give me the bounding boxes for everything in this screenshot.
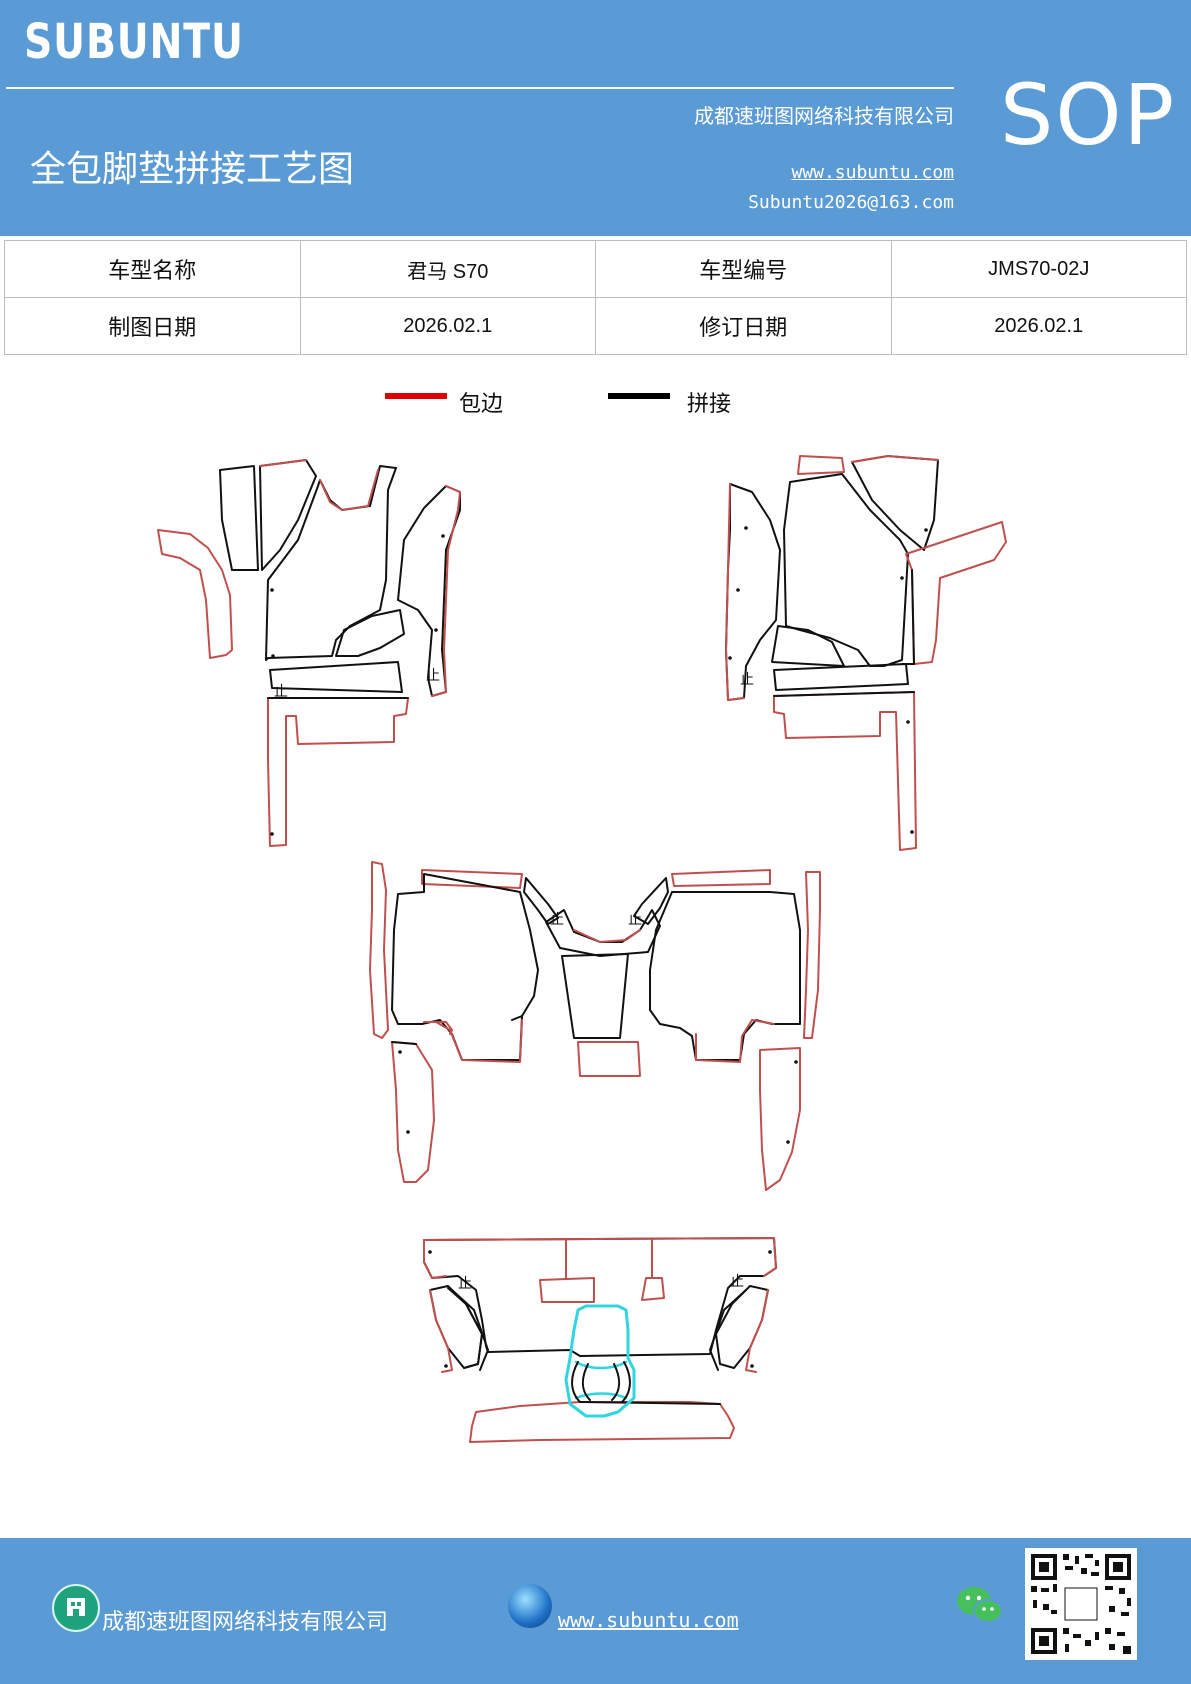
wechat-icon[interactable] (955, 1584, 1005, 1628)
table-row: 制图日期 2026.02.1 修订日期 2026.02.1 (4, 297, 1187, 355)
front-left-side-piece (157, 529, 233, 659)
revise-date-label: 修订日期 (595, 297, 892, 355)
footer-company-name: 成都速班图网络科技有限公司 (102, 1610, 389, 1635)
header-banner: SUBUNTU 成都速班图网络科技有限公司 全包脚垫拼接工艺图 www.subu… (0, 0, 1191, 236)
seam-legend-swatch (608, 393, 670, 399)
brand-logo: SUBUNTU (24, 14, 244, 70)
second-right-connector (633, 877, 669, 925)
edge-legend-swatch (385, 393, 447, 399)
company-name: 成都速班图网络科技有限公司 (694, 104, 954, 128)
third-row-center-pad-a (539, 1277, 595, 1303)
third-left-wheel-piece (429, 1285, 483, 1369)
model-code-value: JMS70-02J (890, 240, 1187, 298)
stop-mark: 止 (628, 912, 642, 928)
revise-date-value: 2026.02.1 (890, 297, 1187, 355)
second-left-main-mat (391, 873, 539, 1061)
second-center-tunnel (561, 953, 629, 1039)
seam-legend-label: 拼接 (687, 392, 732, 417)
third-row-mat-group: 止 止 (423, 1237, 777, 1443)
model-name-label: 车型名称 (4, 240, 301, 298)
building-icon (52, 1584, 100, 1632)
footer-website-link[interactable]: www.subuntu.com (558, 1608, 739, 1632)
draw-date-value: 2026.02.1 (299, 297, 596, 355)
front-right-mat-group: 止 (725, 455, 1007, 851)
second-right-top-strip (671, 869, 771, 887)
second-center-rear-piece (577, 1041, 641, 1077)
stop-mark: 止 (426, 668, 440, 684)
front-right-rear-extension (773, 691, 917, 851)
front-left-tunnel-piece (397, 485, 461, 697)
third-right-wheel-piece (715, 1285, 769, 1369)
second-row-mat-group: 止 止 (369, 861, 821, 1191)
front-right-side-piece (905, 521, 1007, 665)
front-right-heel-pad (771, 625, 845, 667)
header-divider (6, 87, 954, 89)
footer-banner: 成都速班图网络科技有限公司 www.subuntu.com (0, 1538, 1191, 1684)
stop-mark: 止 (730, 1274, 744, 1290)
third-row-center-pad-b (641, 1277, 665, 1301)
second-right-main-mat (649, 891, 801, 1061)
vehicle-info-table: 车型名称 君马 S70 车型编号 JMS70-02J 制图日期 2026.02.… (4, 240, 1187, 355)
globe-icon (508, 1584, 552, 1628)
second-right-rear-strip (759, 1047, 801, 1191)
second-left-top-strip (421, 869, 523, 889)
front-left-mat-group: 止 止 (157, 459, 461, 847)
front-left-cross-strip (269, 661, 403, 693)
front-left-rear-extension (267, 697, 409, 847)
stop-mark: 止 (274, 684, 288, 700)
stop-mark: 止 (740, 672, 754, 688)
table-row: 车型名称 君马 S70 车型编号 JMS70-02J (4, 240, 1187, 298)
second-left-rear-strip (391, 1041, 435, 1183)
stop-mark: 止 (550, 912, 564, 928)
third-row-rear-strip (469, 1401, 735, 1443)
highlighted-center-piece (564, 1304, 636, 1418)
front-right-top-strip (797, 455, 845, 475)
model-name-value: 君马 S70 (299, 240, 596, 298)
draw-date-label: 制图日期 (4, 297, 301, 355)
front-left-heel-pad (335, 609, 405, 657)
website-link[interactable]: www.subuntu.com (791, 162, 954, 183)
front-right-main-floor (783, 473, 909, 667)
second-left-edge-strip (369, 861, 389, 1039)
second-right-edge-strip (803, 871, 821, 1039)
document-title: 全包脚垫拼接工艺图 (30, 149, 355, 190)
edge-legend-label: 包边 (459, 392, 504, 417)
front-left-main-floor (265, 465, 397, 661)
front-right-tunnel-piece (725, 483, 781, 701)
model-code-label: 车型编号 (595, 240, 892, 298)
email-address: Subuntu2026@163.com (748, 192, 954, 213)
stop-mark: 止 (458, 1276, 472, 1292)
floor-mat-diagram: 止 止 止 (157, 455, 1007, 1443)
front-right-cross-strip (773, 663, 909, 691)
qr-code (1025, 1548, 1137, 1660)
third-row-main-mat (423, 1237, 777, 1357)
sop-label: SOP (1000, 66, 1177, 164)
front-left-strip-a (219, 465, 259, 571)
legend: 包边 拼接 (0, 386, 1191, 426)
